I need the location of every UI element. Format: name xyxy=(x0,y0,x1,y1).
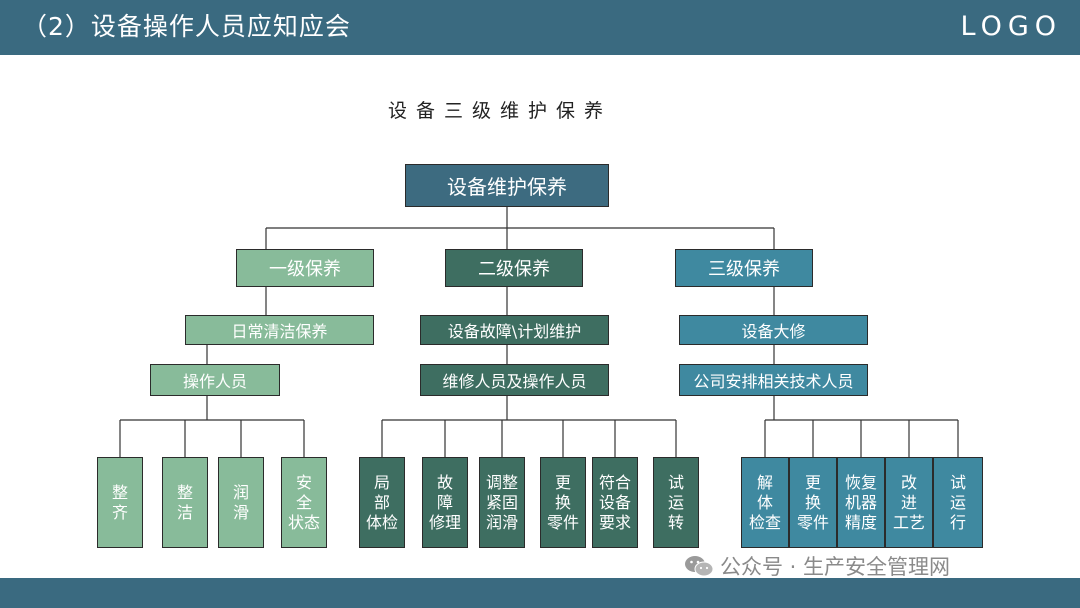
level-3-node: 三级保养 xyxy=(675,249,813,287)
level-3-item: 更 换 零件 xyxy=(789,457,837,548)
footer-bar xyxy=(0,578,1080,608)
level-1-type: 日常清洁保养 xyxy=(185,315,374,345)
watermark: 公众号 · 生产安全管理网 xyxy=(684,551,950,581)
level-2-item: 故 障 修理 xyxy=(422,457,468,548)
level-3-item: 试 运 行 xyxy=(933,457,983,548)
logo: LOGO xyxy=(960,11,1062,42)
level-3-type: 设备大修 xyxy=(679,315,868,345)
level-1-item: 整 洁 xyxy=(162,457,208,548)
level-2-item: 更 换 零件 xyxy=(540,457,586,548)
level-3-item: 解 体 检查 xyxy=(741,457,789,548)
level-2-item: 符合 设备 要求 xyxy=(592,457,638,548)
level-1-item: 安 全 状态 xyxy=(281,457,327,548)
level-2-item: 调整 紧固 润滑 xyxy=(479,457,525,548)
header-bar: （2）设备操作人员应知应会 LOGO xyxy=(0,0,1080,55)
level-2-node: 二级保养 xyxy=(445,249,583,287)
level-1-item: 润 滑 xyxy=(218,457,264,548)
page-title: （2）设备操作人员应知应会 xyxy=(22,12,351,41)
watermark-text: 公众号 · 生产安全管理网 xyxy=(720,555,951,579)
wechat-icon xyxy=(685,556,714,577)
level-2-item: 局 部 体检 xyxy=(359,457,405,548)
root-node: 设备维护保养 xyxy=(405,164,609,207)
level-3-staff: 公司安排相关技术人员 xyxy=(679,364,868,396)
level-2-item: 试 运 转 xyxy=(653,457,699,548)
level-1-staff: 操作人员 xyxy=(150,364,280,396)
level-1-item: 整 齐 xyxy=(97,457,143,548)
level-2-type: 设备故障\计划维护 xyxy=(420,315,609,345)
level-2-staff: 维修人员及操作人员 xyxy=(420,364,609,396)
diagram-title: 设备三级维护保养 xyxy=(387,100,612,122)
level-3-item: 恢复 机器 精度 xyxy=(837,457,885,548)
level-1-node: 一级保养 xyxy=(236,249,374,287)
level-3-item: 改 进 工艺 xyxy=(885,457,933,548)
